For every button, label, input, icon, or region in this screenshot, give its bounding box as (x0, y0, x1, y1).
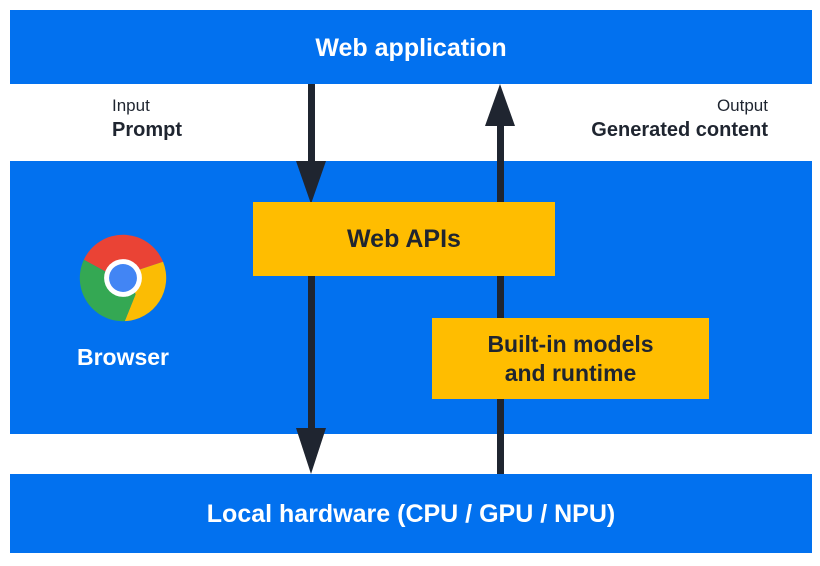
prompt-down-arrow-shaft-lower (308, 276, 315, 432)
local-hardware-title: Local hardware (CPU / GPU / NPU) (206, 500, 616, 528)
builtin-models-line1: Built-in models (487, 330, 654, 357)
output-label-group: Output Generated content (591, 94, 768, 144)
generated-content-label: Generated content (591, 119, 768, 141)
web-application-title: Web application (315, 34, 507, 62)
prompt-down-arrow-shaft-upper (308, 84, 315, 168)
builtin-models-line2: and runtime (504, 359, 637, 386)
prompt-down-arrowhead-lower (296, 428, 326, 474)
builtin-models-label: Built-in models and runtime (487, 330, 653, 388)
browser-label: Browser (76, 344, 170, 370)
local-hardware-band (10, 474, 812, 553)
web-application-band (10, 10, 812, 84)
web-apis-label: Web APIs (347, 224, 461, 253)
chrome-icon (78, 233, 168, 323)
input-label: Input (112, 96, 150, 115)
input-label-group: Input Prompt (112, 94, 182, 144)
web-apis-box: Web APIs (253, 202, 555, 276)
generated-content-up-arrowhead (485, 84, 515, 126)
builtin-models-box: Built-in models and runtime (432, 318, 709, 399)
output-label: Output (716, 96, 768, 115)
prompt-label: Prompt (112, 119, 182, 141)
generated-content-up-arrow-shaft (497, 122, 504, 474)
